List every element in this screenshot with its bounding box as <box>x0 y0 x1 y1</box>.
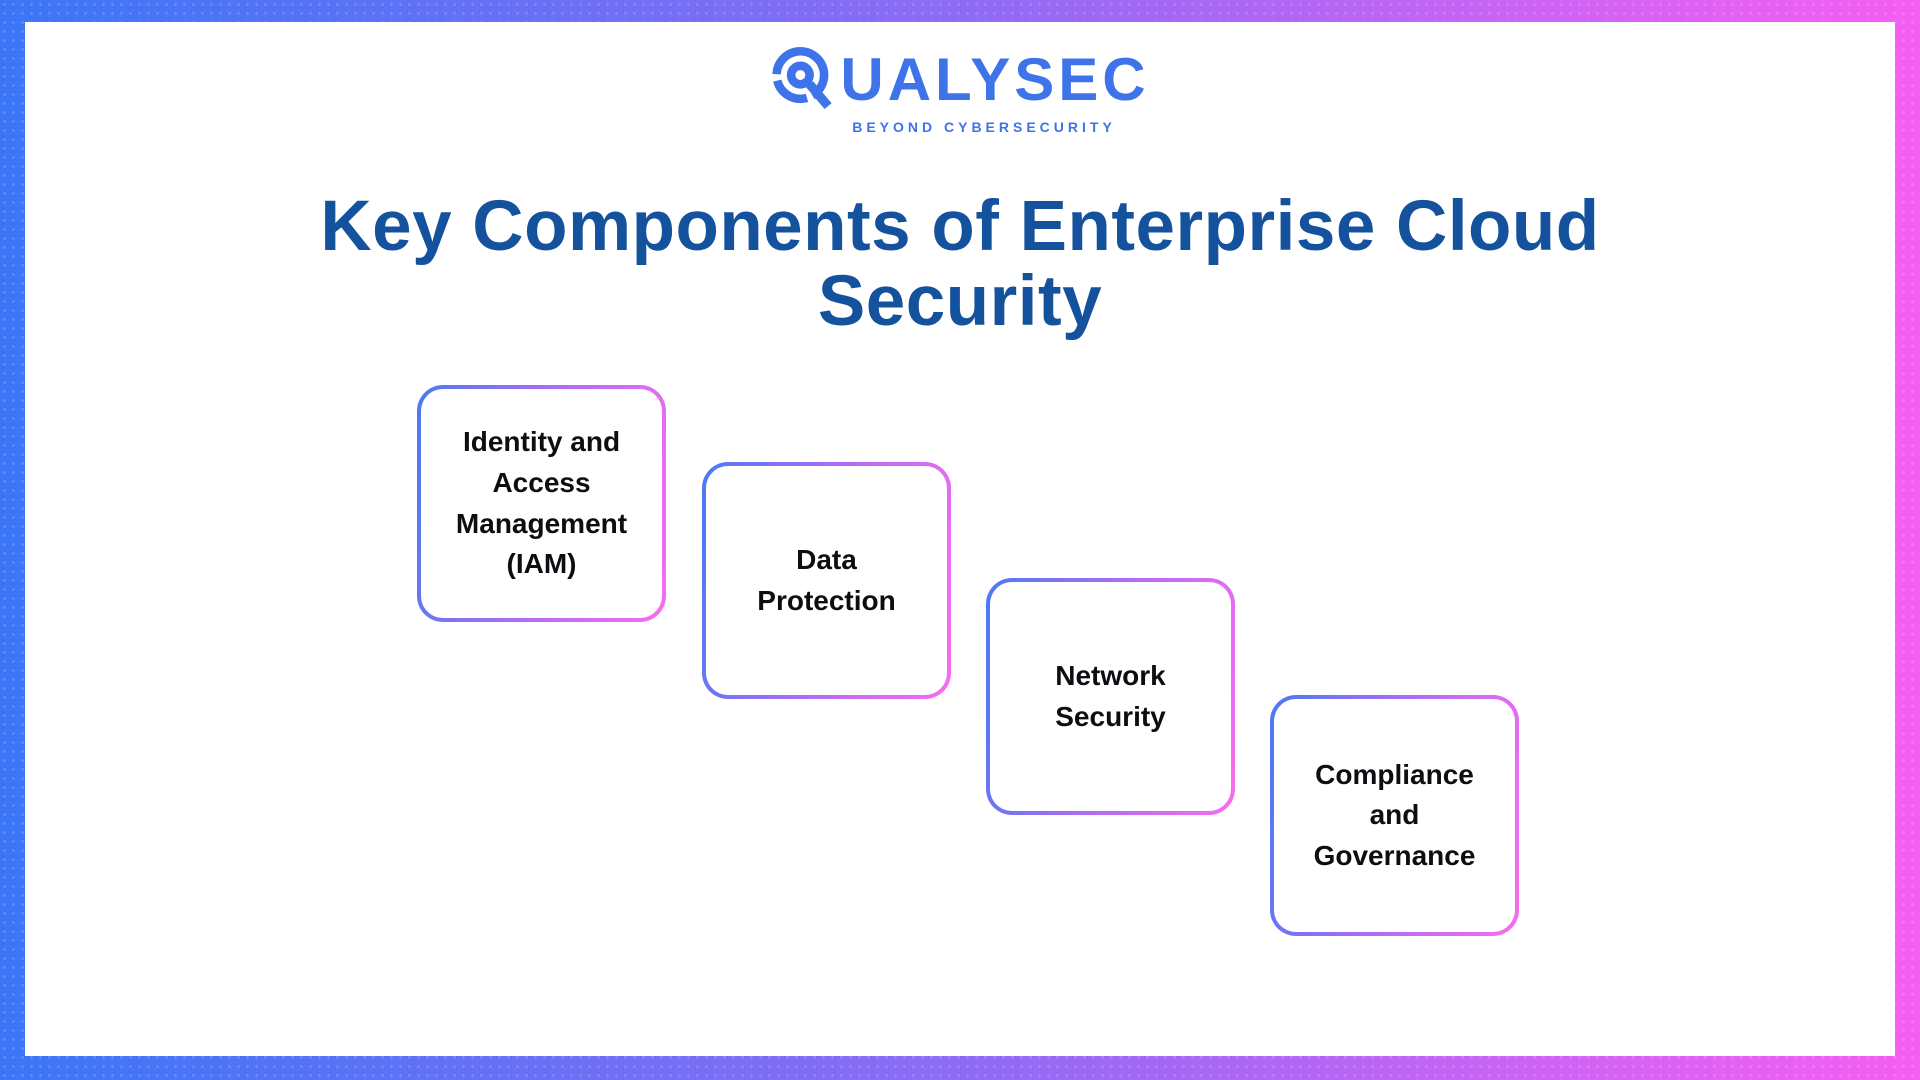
component-card-label: Identity and Access Management (IAM) <box>455 426 628 580</box>
component-card-iam: Identity and Access Management (IAM) <box>417 385 666 622</box>
brand-logo: UALYSEC BEYOND CYBERSECURITY <box>0 42 1920 135</box>
component-card-label: Data Protection <box>757 543 896 616</box>
component-card-label: Compliance and Governance <box>1313 758 1476 871</box>
component-card-compliance-governance: Compliance and Governance <box>1270 695 1519 936</box>
page-title: Key Components of Enterprise Cloud Secur… <box>320 187 1600 341</box>
brand-tagline: BEYOND CYBERSECURITY <box>852 119 1116 135</box>
page-background <box>25 22 1895 1056</box>
component-card-data-protection: Data Protection <box>702 462 951 699</box>
component-card-label: Network Security <box>1055 659 1166 732</box>
component-card-network-security: Network Security <box>986 578 1235 815</box>
qualysec-q-mark-icon <box>772 46 832 110</box>
brand-name: UALYSEC <box>840 46 1150 113</box>
brand-logo-row: UALYSEC <box>770 42 1149 116</box>
